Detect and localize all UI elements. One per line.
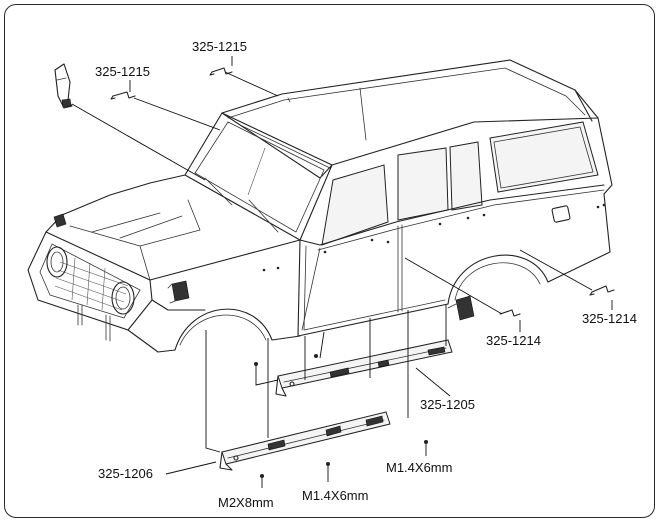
diagram-frame	[4, 4, 655, 518]
clip-325-1215-left	[110, 91, 136, 100]
screws	[254, 354, 428, 478]
label-screw-m1-4x6-rear: M1.4X6mm	[386, 460, 453, 475]
label-clip-325-1214-right: 325-1214	[582, 311, 637, 326]
rear-sill-bracket	[275, 339, 453, 397]
label-clip-325-1214-lower: 325-1214	[486, 333, 541, 348]
label-clip-325-1215-top: 325-1215	[192, 39, 247, 54]
label-clip-325-1215-left: 325-1215	[95, 64, 150, 79]
label-rear-sill-bracket: 325-1205	[420, 397, 475, 412]
label-screw-m2x8: M2X8mm	[218, 495, 274, 510]
clip-325-1214-lower	[499, 309, 521, 317]
clip-325-1214-right	[589, 285, 615, 296]
clip-325-1215-top	[209, 67, 233, 76]
leader-lines	[71, 56, 613, 488]
car-body-shell	[27, 59, 613, 353]
side-mirror-part	[54, 63, 73, 109]
label-front-sill-bracket: 325-1206	[98, 466, 153, 481]
label-screw-m1-4x6-front: M1.4X6mm	[302, 488, 369, 503]
front-sill-bracket	[219, 411, 391, 471]
